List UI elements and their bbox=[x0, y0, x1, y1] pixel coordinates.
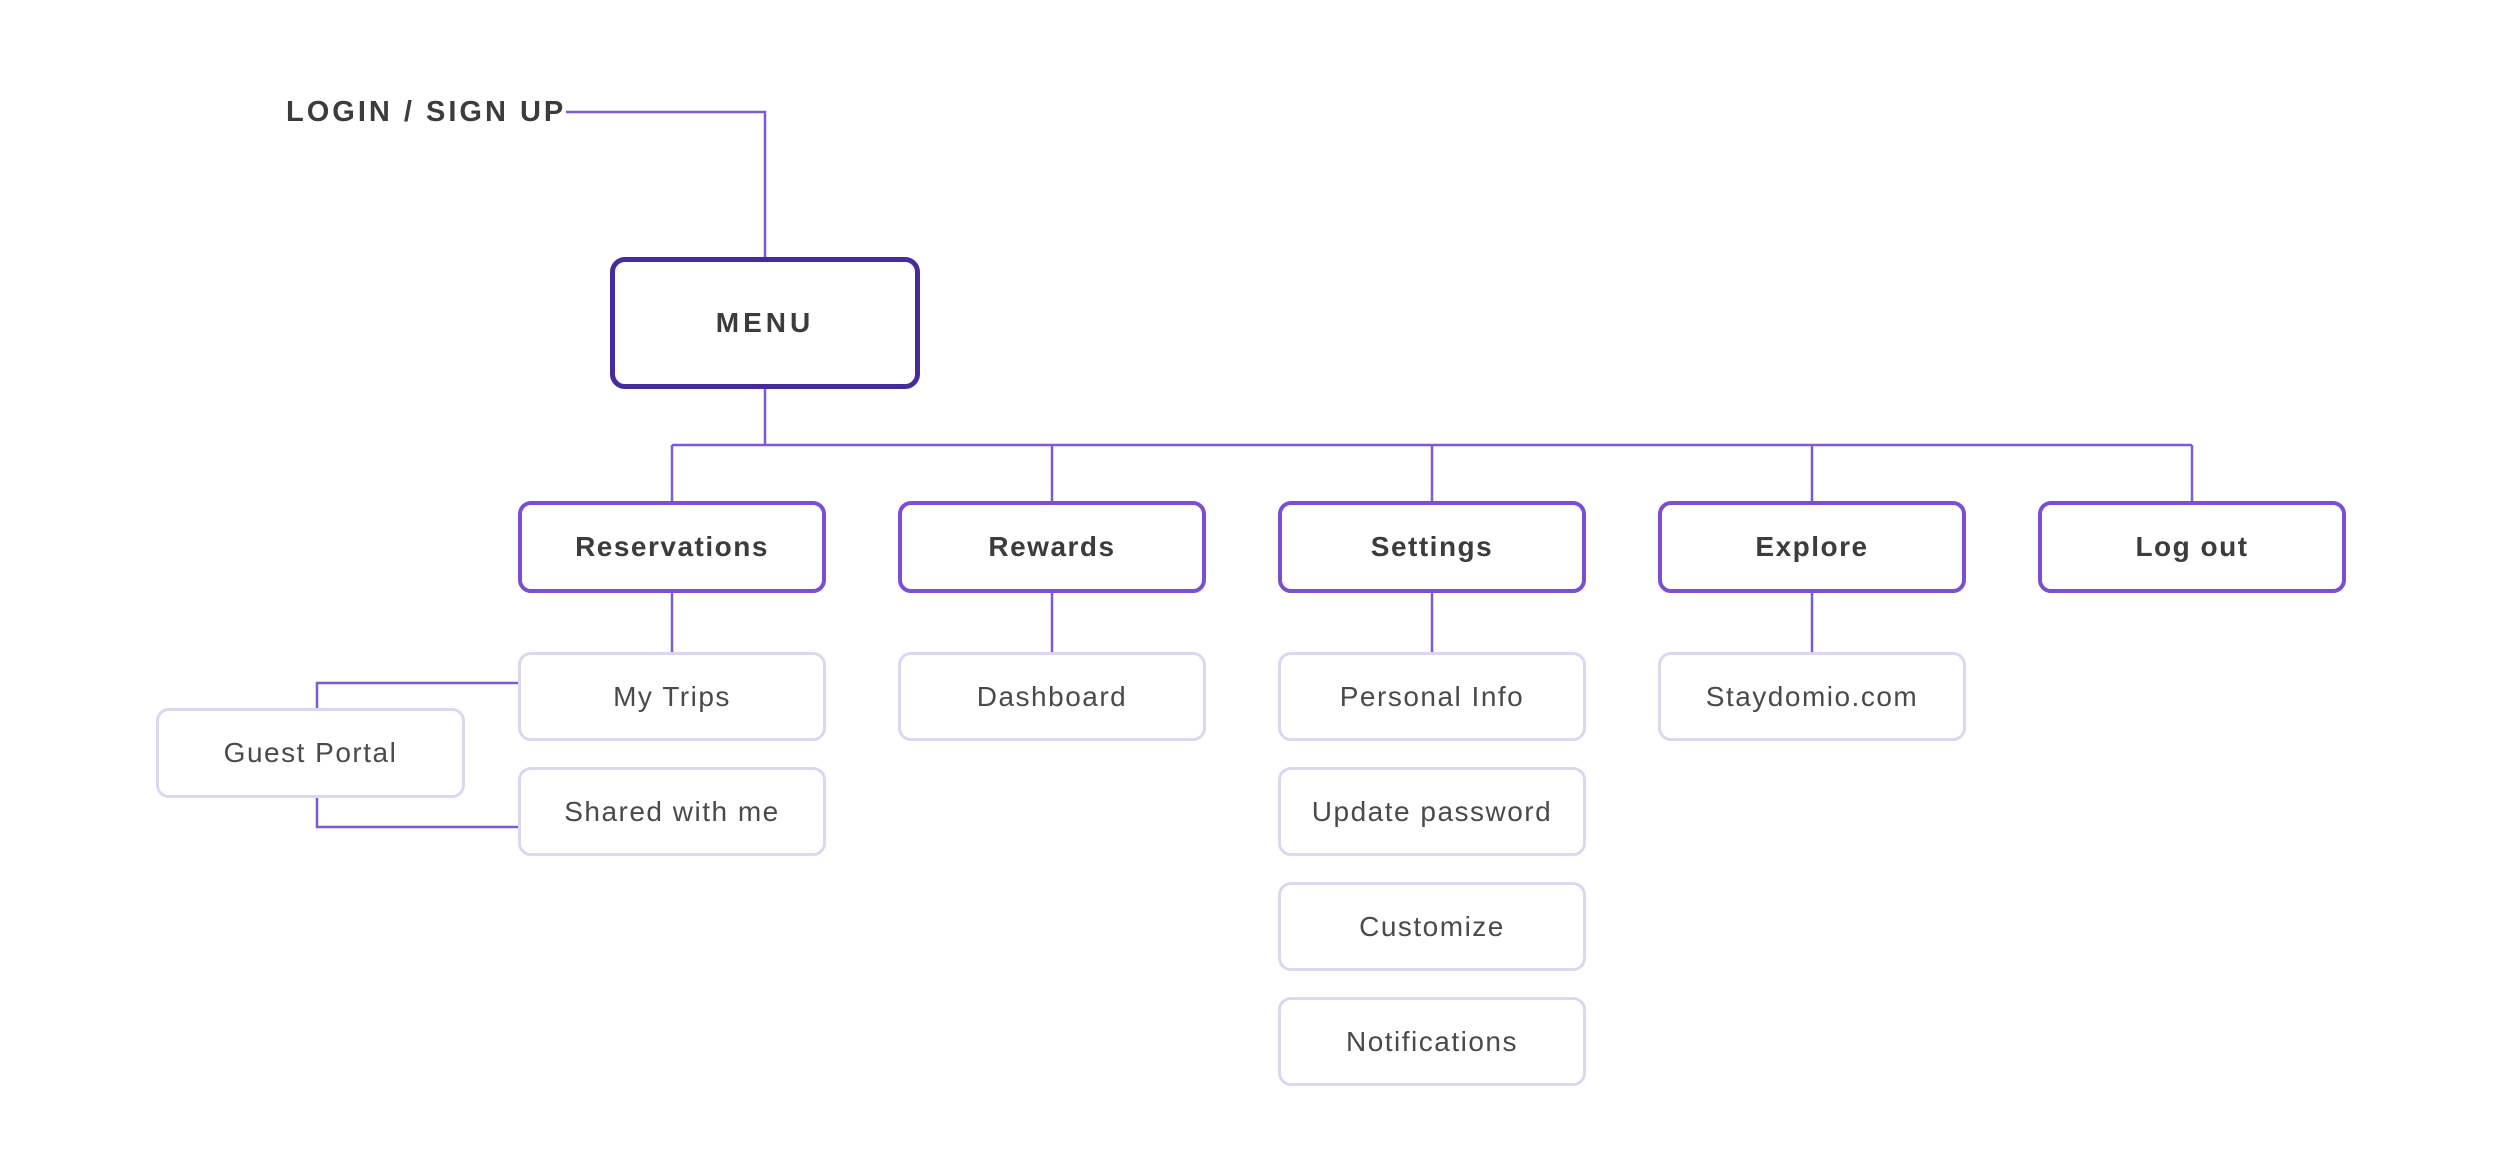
node-update-password: Update password bbox=[1278, 767, 1586, 856]
node-explore-label: Explore bbox=[1755, 531, 1869, 562]
node-dashboard: Dashboard bbox=[898, 652, 1206, 741]
node-reservations-label: Reservations bbox=[575, 531, 769, 562]
node-my-trips: My Trips bbox=[518, 652, 826, 741]
node-shared-with-me-label: Shared with me bbox=[564, 795, 780, 827]
connector-login-to-menu bbox=[566, 110, 767, 257]
node-rewards: Rewards bbox=[898, 501, 1206, 593]
node-explore: Explore bbox=[1658, 501, 1966, 593]
node-personal-info-label: Personal Info bbox=[1339, 680, 1525, 712]
node-personal-info: Personal Info bbox=[1278, 652, 1586, 741]
node-menu-label: MENU bbox=[715, 307, 815, 338]
node-customize-label: Customize bbox=[1359, 910, 1505, 942]
node-notifications: Notifications bbox=[1278, 997, 1586, 1086]
node-logout: Log out bbox=[2038, 501, 2346, 593]
node-rewards-label: Rewards bbox=[988, 531, 1116, 562]
node-customize: Customize bbox=[1278, 882, 1586, 971]
node-guest-portal-label: Guest Portal bbox=[223, 737, 398, 768]
node-settings: Settings bbox=[1278, 501, 1586, 593]
node-staydomio-label: Staydomio.com bbox=[1705, 680, 1919, 712]
node-staydomio: Staydomio.com bbox=[1658, 652, 1966, 741]
node-update-password-label: Update password bbox=[1311, 795, 1553, 827]
node-my-trips-label: My Trips bbox=[613, 680, 731, 712]
node-menu: MENU bbox=[610, 257, 920, 389]
node-guest-portal: Guest Portal bbox=[156, 708, 465, 798]
node-reservations: Reservations bbox=[518, 501, 826, 593]
node-settings-label: Settings bbox=[1370, 531, 1494, 562]
node-shared-with-me: Shared with me bbox=[518, 767, 826, 856]
node-logout-label: Log out bbox=[2135, 531, 2249, 562]
node-dashboard-label: Dashboard bbox=[976, 680, 1128, 712]
login-signup-label: LOGIN / SIGN UP bbox=[286, 96, 567, 128]
node-notifications-label: Notifications bbox=[1345, 1025, 1518, 1057]
